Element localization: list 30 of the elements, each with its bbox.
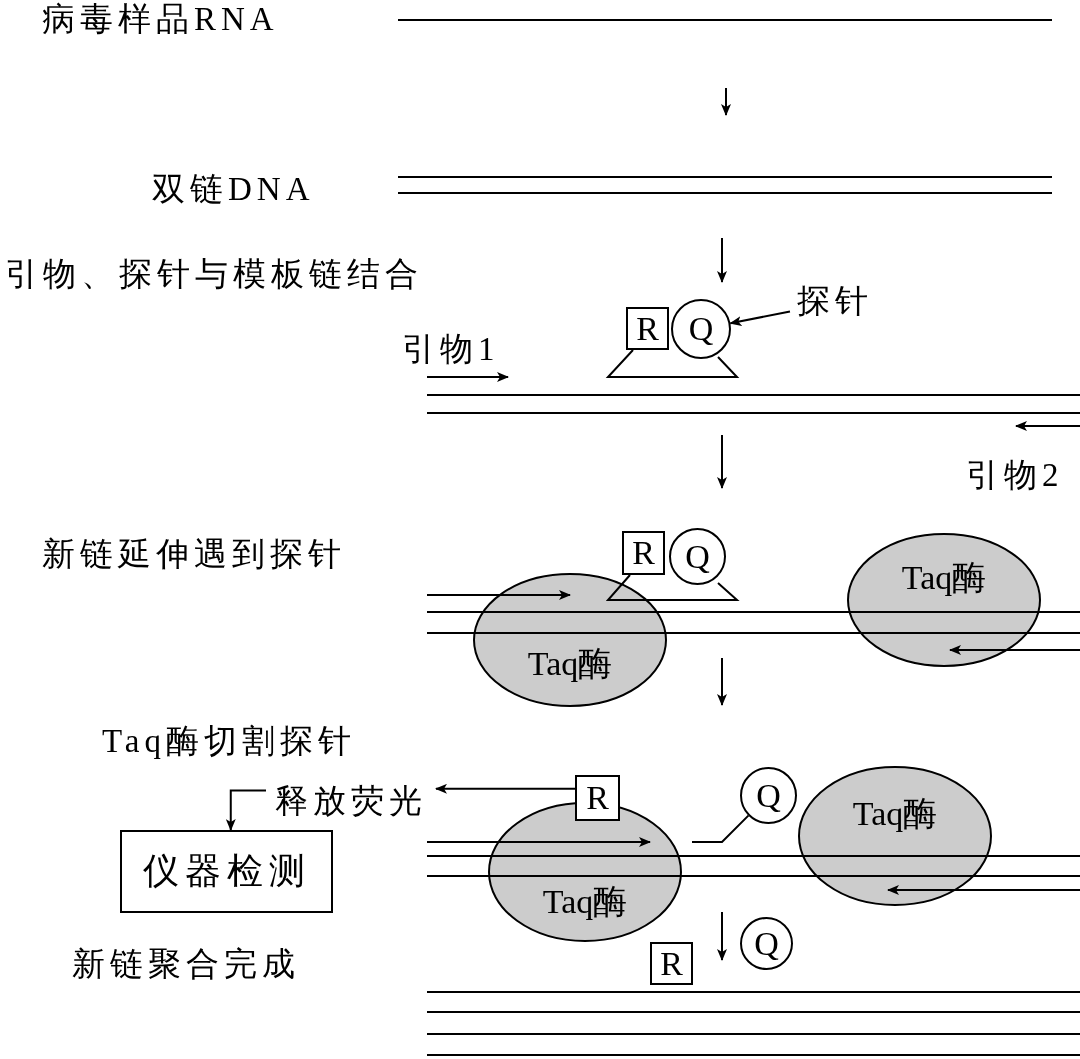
enzyme-ellipse (847, 533, 1041, 667)
quencher-circle: Q (671, 299, 731, 359)
probe-fragment-line (691, 814, 750, 843)
callout-text: 探针 (790, 280, 880, 322)
callout-text: 释放荧光 (266, 780, 436, 822)
step-label: 引物、探针与模板链结合 (5, 255, 423, 294)
step-label: Taq酶切割探针 (102, 722, 356, 761)
reporter-box: R (575, 775, 620, 821)
quencher-circle: Q (740, 767, 797, 824)
step-label: 双链DNA (152, 170, 315, 209)
quencher-circle: Q (740, 917, 793, 970)
reporter-box: R (622, 531, 665, 575)
arrow (729, 310, 791, 326)
reporter-box: R (626, 307, 669, 350)
quencher-circle: Q (669, 528, 726, 585)
step-label: 新链聚合完成 (72, 945, 300, 984)
enzyme-ellipse (798, 766, 992, 906)
enzyme-label: Taq酶 (542, 882, 628, 922)
arrow (435, 783, 576, 794)
enzyme-label: Taq酶 (901, 558, 987, 598)
step-label: 病毒样品RNA (42, 0, 279, 39)
enzyme-label: Taq酶 (852, 794, 938, 834)
reporter-box: R (650, 942, 693, 985)
instrument-box: 仪器检测 (120, 830, 333, 913)
primer-label: 引物2 (966, 456, 1064, 495)
step-label: 新链延伸遇到探针 (42, 535, 346, 574)
arrow (225, 789, 267, 831)
enzyme-ellipse (473, 573, 667, 707)
enzyme-label: Taq酶 (527, 644, 613, 684)
primer-label: 引物1 (402, 330, 500, 369)
